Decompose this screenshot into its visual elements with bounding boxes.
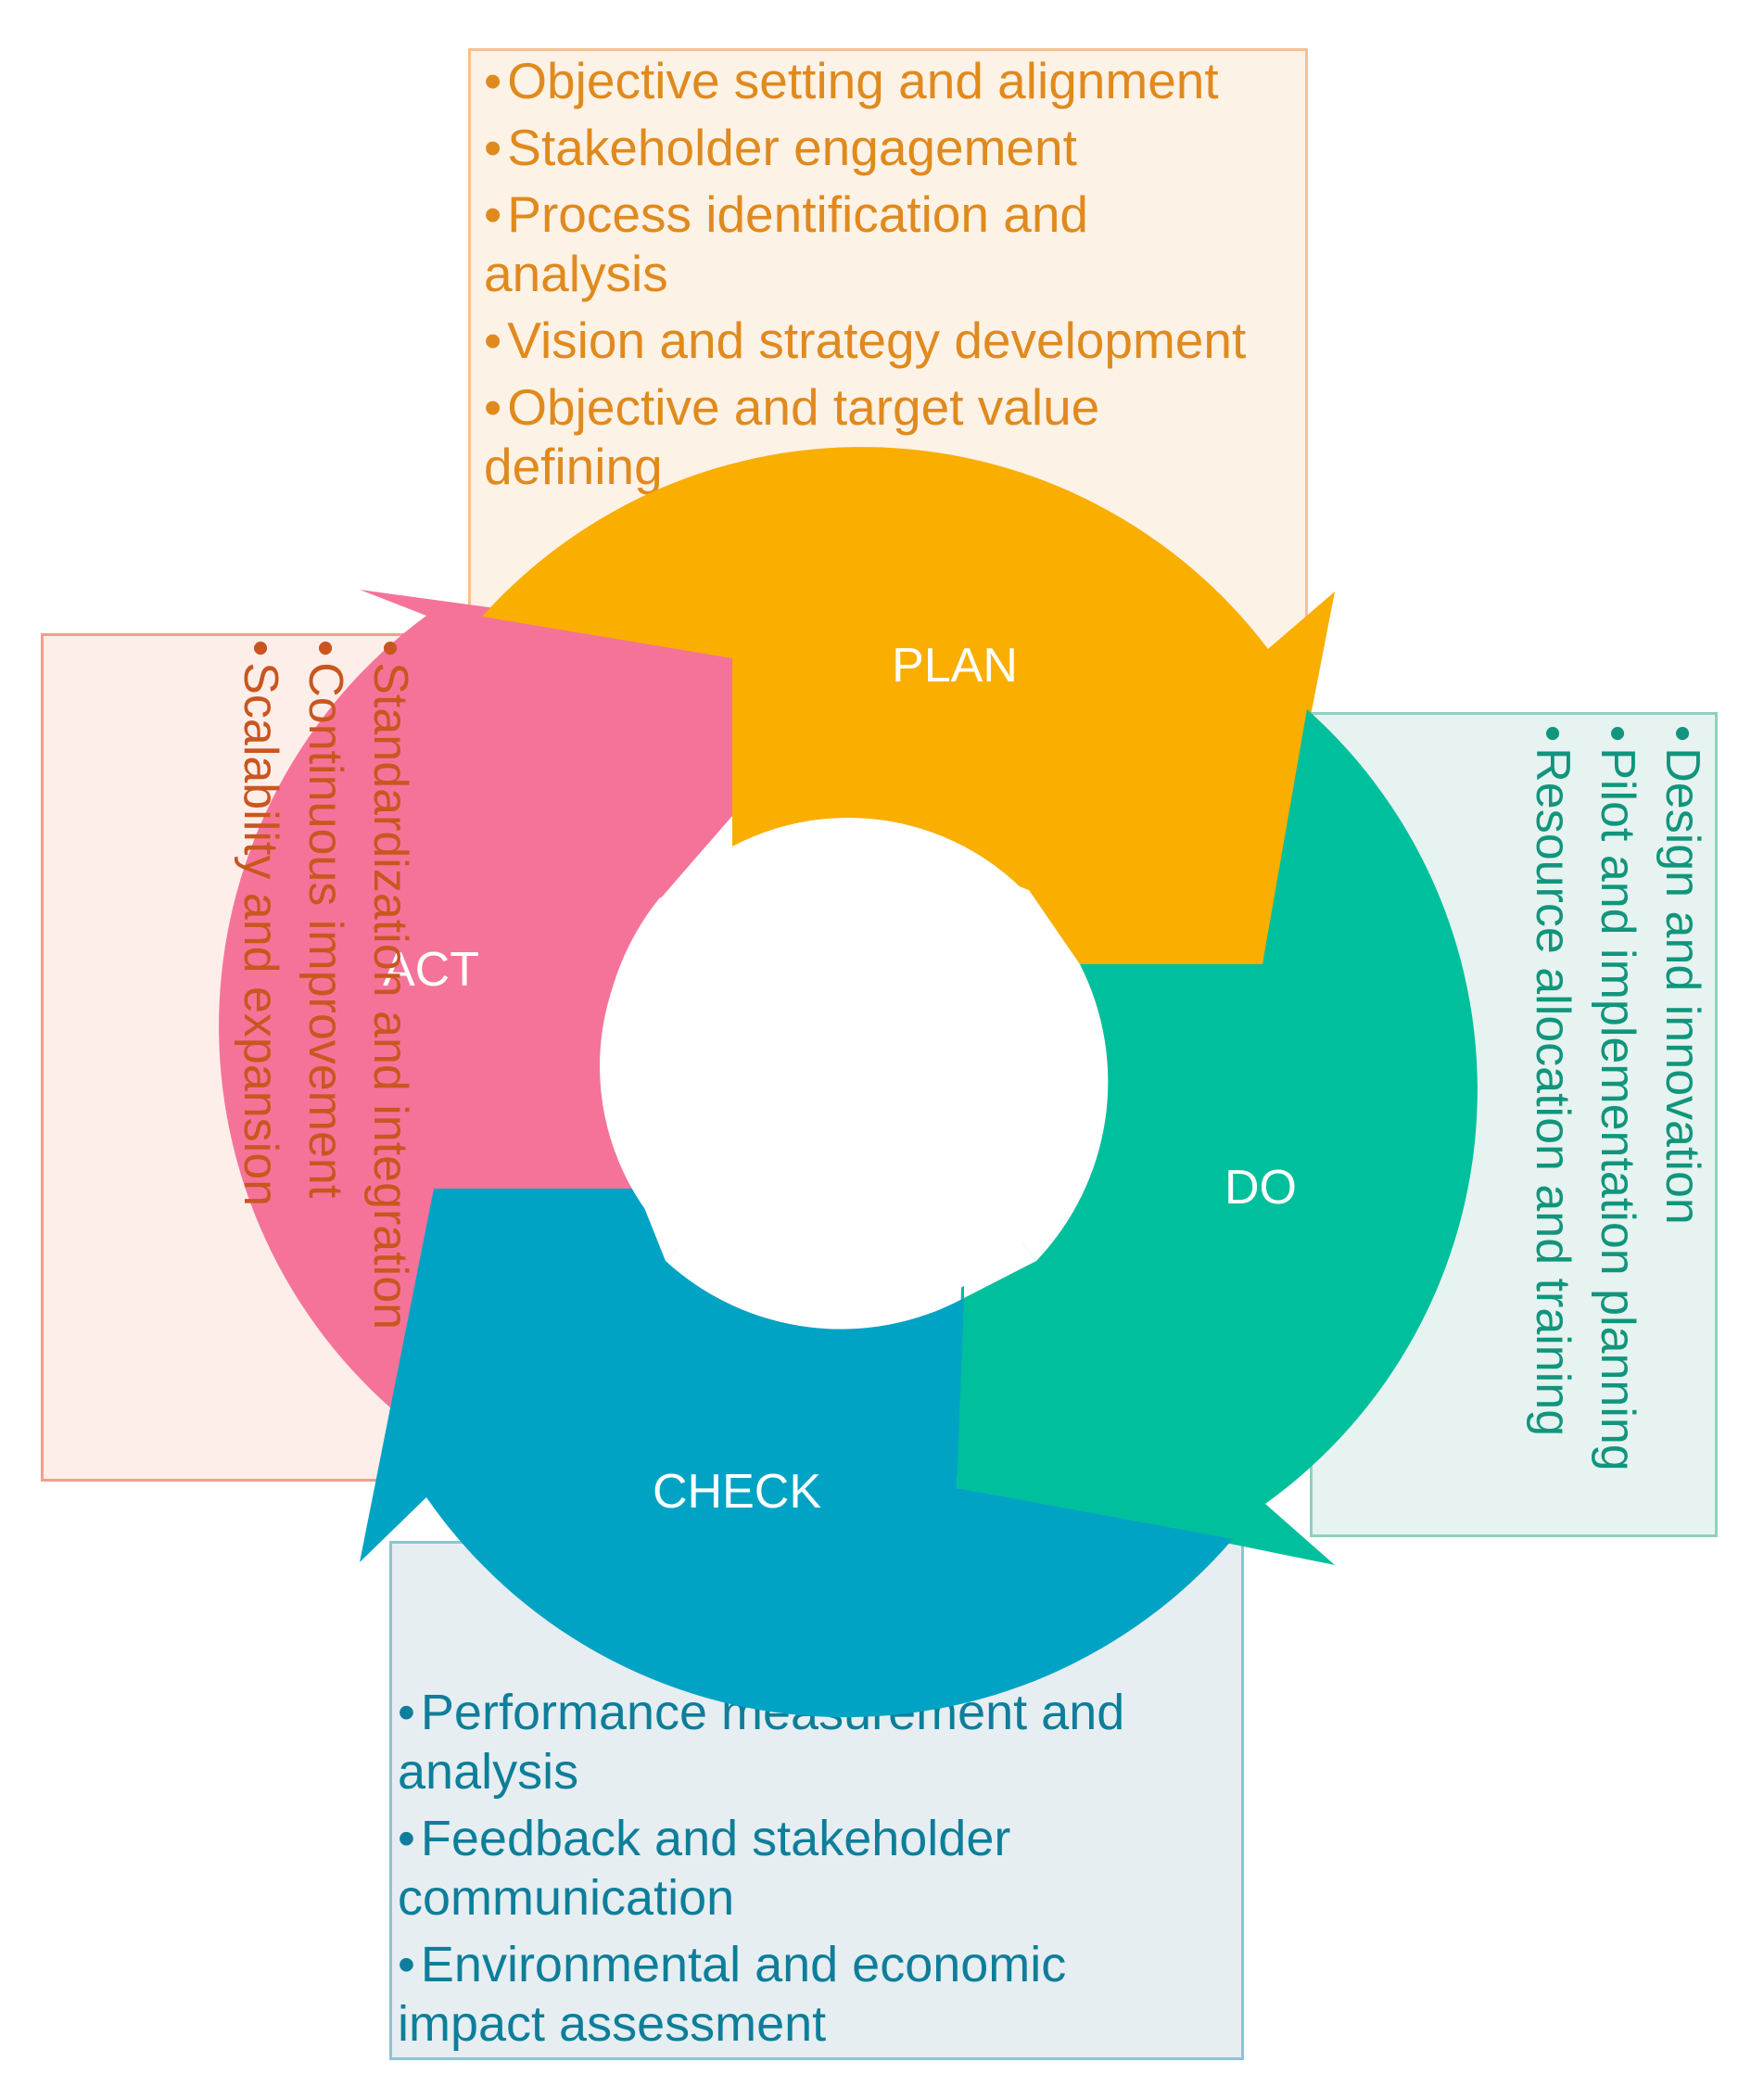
act-item-text: Scalability and expansion xyxy=(234,662,287,1207)
plan-activities-list: •Objective setting and alignment •Stakeh… xyxy=(484,51,1300,503)
check-label: CHECK xyxy=(653,1465,821,1519)
bullet-icon: • xyxy=(484,119,502,176)
do-label: DO xyxy=(1224,1161,1297,1215)
act-item-text: Continuous improvement xyxy=(298,662,352,1199)
check-item-text: Feedback and stakeholder communication xyxy=(398,1811,1011,1926)
bullet-icon: • xyxy=(484,52,502,109)
bullet-icon: • xyxy=(398,1685,415,1740)
plan-item-text: Objective setting and alignment xyxy=(507,52,1219,109)
plan-item: •Vision and strategy development xyxy=(484,311,1300,370)
plan-arrow xyxy=(482,447,1335,965)
center-notch-right xyxy=(964,890,1080,964)
act-label: ACT xyxy=(383,943,479,997)
bullet-icon: • xyxy=(363,640,417,657)
bullet-icon: • xyxy=(484,185,502,243)
bullet-icon: • xyxy=(234,640,287,657)
do-item-text: Design and innovation xyxy=(1656,747,1709,1225)
center-notch-left xyxy=(640,1189,734,1261)
do-item: • Pilot and implementation planning xyxy=(1585,725,1650,1559)
do-activities-list: • Design and innovation • Pilot and implem… xyxy=(1520,725,1715,1559)
do-item-text: Pilot and implementation planning xyxy=(1591,747,1644,1471)
bullet-icon: • xyxy=(484,378,502,436)
act-item: • Standardization and integration xyxy=(358,640,423,1567)
plan-item-text: Objective and target value defining xyxy=(484,378,1100,495)
plan-item: •Objective and target value defining xyxy=(484,377,1151,496)
bullet-icon: • xyxy=(398,1811,415,1866)
act-item: • Continuous improvement xyxy=(293,640,358,1567)
bullet-icon: • xyxy=(1526,725,1580,743)
plan-label: PLAN xyxy=(892,639,1018,693)
do-item: • Resource allocation and training xyxy=(1520,725,1585,1559)
check-item: •Feedback and stakeholder communication xyxy=(398,1809,1102,1928)
bullet-icon: • xyxy=(1656,725,1709,743)
act-item: • Scalability and expansion xyxy=(228,640,293,1567)
act-item-text: Standardization and integration xyxy=(363,662,417,1330)
center-notch-bottom xyxy=(964,1164,1036,1298)
plan-item: •Process identification and analysis xyxy=(484,185,1188,303)
check-item: •Environmental and economic impact asses… xyxy=(398,1935,1139,2054)
do-arrow xyxy=(957,709,1478,1565)
do-item-text: Resource allocation and training xyxy=(1526,747,1580,1437)
bullet-icon: • xyxy=(484,312,502,369)
do-item: • Design and innovation xyxy=(1650,725,1715,1559)
plan-item-text: Process identification and analysis xyxy=(484,185,1089,302)
check-arrow xyxy=(360,1189,1233,1718)
plan-item: •Stakeholder engagement xyxy=(484,118,1300,177)
act-activities-list: • Standardization and integration • Contin… xyxy=(228,640,423,1567)
plan-item-text: Stakeholder engagement xyxy=(507,119,1077,176)
plan-item-text: Vision and strategy development xyxy=(507,312,1247,369)
center-notch-top xyxy=(658,816,732,964)
bullet-icon: • xyxy=(298,640,352,657)
bullet-icon: • xyxy=(1591,725,1644,743)
bullet-icon: • xyxy=(398,1937,415,1992)
check-item-text: Environmental and economic impact assess… xyxy=(398,1937,1067,2052)
plan-item: •Objective setting and alignment xyxy=(484,51,1300,110)
